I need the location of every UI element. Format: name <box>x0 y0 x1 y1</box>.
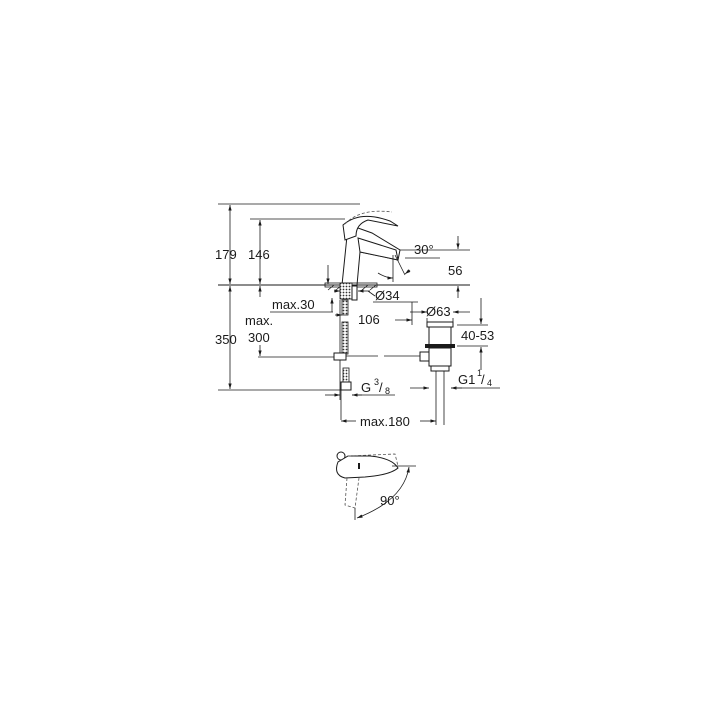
svg-text:350: 350 <box>215 332 237 347</box>
svg-text:max.180: max.180 <box>360 414 410 429</box>
dimension-drain-diameter: Ø63 <box>410 304 470 322</box>
dimension-146: 146 <box>248 220 270 284</box>
dimension-max-30: max.30 <box>270 265 334 313</box>
spout <box>357 237 399 261</box>
supply-thread-label: G 3 / 8 <box>325 377 395 397</box>
svg-text:146: 146 <box>248 247 270 262</box>
drain-assembly <box>419 321 455 425</box>
svg-text:8: 8 <box>385 386 390 396</box>
svg-text:max.30: max.30 <box>272 297 315 312</box>
drain-thread-label: G1 1 / 4 <box>410 368 500 390</box>
lever-rotation-view: 90° <box>336 451 416 520</box>
svg-text:90°: 90° <box>380 493 400 508</box>
lever <box>342 215 399 241</box>
base-diameter-label: Ø34 <box>375 288 400 303</box>
dimension-max-300: max. 300 <box>245 286 273 356</box>
svg-text:max.: max. <box>245 313 273 328</box>
svg-text:4: 4 <box>487 378 492 388</box>
dimension-106: 106 <box>335 302 413 327</box>
svg-text:/: / <box>481 372 485 387</box>
dimension-drain-range: 40-53 <box>457 298 494 370</box>
svg-text:/: / <box>379 380 383 395</box>
svg-text:Ø63: Ø63 <box>426 304 451 319</box>
dimension-350: 350 <box>215 286 237 389</box>
svg-text:300: 300 <box>248 330 270 345</box>
svg-text:3: 3 <box>374 377 379 387</box>
svg-text:G: G <box>361 380 371 395</box>
dimension-179: 179 <box>215 205 237 284</box>
svg-text:179: 179 <box>215 247 237 262</box>
svg-text:56: 56 <box>448 263 462 278</box>
svg-text:G1: G1 <box>458 372 475 387</box>
spout-angle-label: 30° <box>414 242 434 257</box>
dimension-56: 56 <box>448 236 462 298</box>
faucet-body: 30° <box>341 210 440 286</box>
svg-text:106: 106 <box>358 312 380 327</box>
svg-text:40-53: 40-53 <box>461 328 494 343</box>
dimension-max-180: max.180 <box>341 414 436 429</box>
svg-text:1: 1 <box>477 368 482 378</box>
mounting-base: Ø34 <box>324 282 418 303</box>
